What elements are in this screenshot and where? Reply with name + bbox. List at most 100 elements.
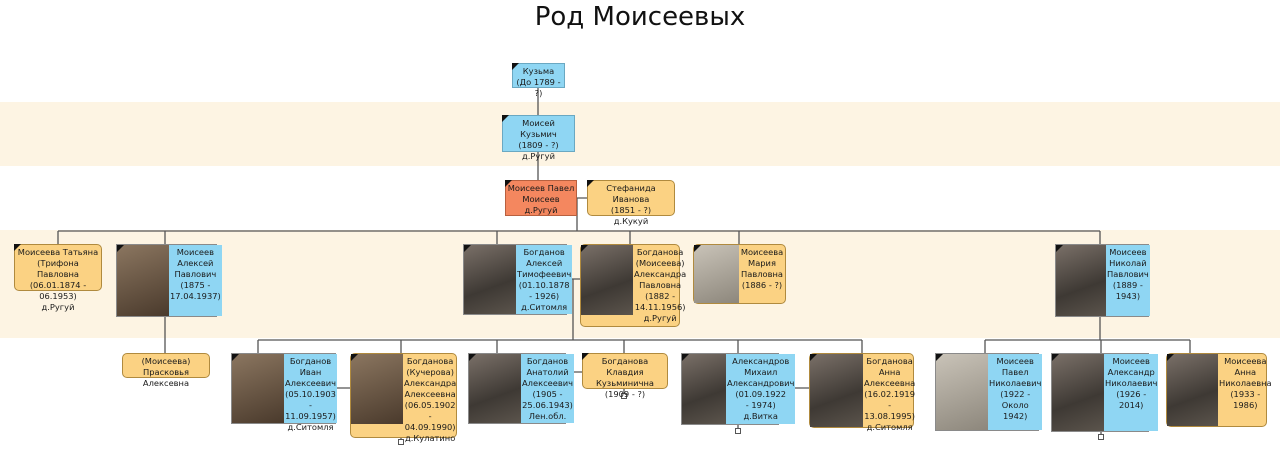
place: Лен.обл.	[528, 411, 567, 421]
place: д.Ругуй	[524, 205, 558, 215]
name: Михаил	[744, 367, 778, 377]
person-card-stefanida[interactable]: Стефанида Иванова(1851 - ?)д.Кукуй	[587, 180, 675, 226]
name: Алексей	[526, 258, 563, 268]
person-card-kuzma[interactable]: Кузьма(До 1789 - ?)	[512, 63, 565, 98]
name: Павловна	[741, 269, 783, 279]
deceased-mark-icon	[682, 354, 689, 361]
dates: - 1974)	[745, 400, 776, 410]
dates: (1886 - ?)	[741, 280, 783, 290]
dates: 25.06.1943)	[522, 400, 573, 410]
name: Моисеева Татьяна	[17, 247, 99, 257]
name: Павлович	[1107, 269, 1149, 279]
name: Николаевич	[989, 378, 1042, 388]
place: д.Кукуй	[613, 216, 649, 226]
deceased-mark-icon	[14, 244, 21, 251]
place: д.Ситомля	[866, 422, 913, 432]
dates: (1926 -	[1116, 389, 1147, 399]
place: д.Ситомля	[287, 422, 334, 432]
dates: (1809 - ?)	[518, 140, 559, 150]
dates: 1986)	[1233, 400, 1258, 410]
place: д.Витка	[743, 411, 778, 421]
name: Иван	[299, 367, 322, 377]
person-card-tatyana[interactable]: Моисеева Татьяна(Трифона Павловна(06.01.…	[14, 244, 102, 312]
name: Анна	[878, 367, 901, 377]
name: Павел	[1001, 367, 1029, 377]
dates: 14.11.1956)	[634, 302, 686, 312]
person-photo	[1167, 354, 1218, 426]
dates: Около 1942)	[1001, 400, 1029, 421]
name: Богданов	[523, 247, 565, 257]
expand-marker[interactable]	[1098, 434, 1104, 440]
name: Александра	[634, 269, 687, 279]
name: Мария	[748, 258, 776, 268]
person-photo	[810, 354, 863, 427]
name: Стефанида Иванова	[606, 183, 656, 204]
dates: (1922 -	[1000, 389, 1031, 399]
name: Моисеев	[1109, 247, 1147, 257]
expand-marker[interactable]	[735, 428, 741, 434]
place: д.Ругуй	[41, 302, 75, 312]
name: Александр	[1107, 367, 1155, 377]
dates: - 11.09.1957)	[285, 400, 336, 421]
place: д.Ситомля	[521, 302, 568, 312]
name: Кузьма	[522, 66, 555, 76]
dates: (1889 -	[1112, 280, 1143, 290]
dates: (01.09.1922	[735, 389, 787, 399]
generation-band	[0, 102, 1280, 166]
name: (Моисеева)	[635, 258, 685, 268]
name: Богданова Клавдия	[601, 356, 649, 377]
dates: - 04.09.1990)	[404, 411, 456, 432]
expand-marker[interactable]	[398, 439, 404, 445]
name: Александра	[404, 378, 457, 388]
name: (Моисеева) Прасковья	[141, 356, 191, 377]
deceased-mark-icon	[117, 245, 124, 252]
person-card-moisey[interactable]: Моисей Кузьмич(1809 - ?)д.Ругуй	[502, 115, 575, 161]
person-photo	[469, 354, 521, 423]
person-photo	[682, 354, 726, 424]
person-photo	[351, 354, 403, 424]
dates: 17.04.1937)	[170, 291, 221, 301]
name: Алексеевна	[404, 389, 456, 399]
name: Кузьминична	[596, 378, 654, 388]
name: (Трифона Павловна	[37, 258, 79, 279]
name: Богданова	[866, 356, 913, 366]
name: Моисеев	[522, 194, 560, 204]
deceased-mark-icon	[582, 353, 589, 360]
name: Николаевич	[1105, 378, 1158, 388]
person-photo	[1052, 354, 1104, 431]
dates: (06.05.1902	[404, 400, 456, 410]
deceased-mark-icon	[469, 354, 476, 361]
deceased-mark-icon	[512, 63, 519, 70]
name: Моисеев	[996, 356, 1034, 366]
name: Павлович	[174, 269, 217, 279]
name: (Кучерова)	[406, 367, 454, 377]
name: Богданов	[289, 356, 332, 366]
dates: (1882 -	[645, 291, 676, 301]
expand-marker[interactable]	[621, 393, 627, 399]
name: Алексеевна	[864, 378, 916, 388]
dates: - 13.08.1995)	[864, 400, 915, 421]
name: Анатолий	[526, 367, 569, 377]
place: д.Ругуй	[643, 313, 677, 323]
deceased-mark-icon	[464, 245, 471, 252]
dates: (1905 -	[532, 389, 563, 399]
name: Николай	[1109, 258, 1147, 268]
name: Алексевна	[142, 378, 190, 388]
